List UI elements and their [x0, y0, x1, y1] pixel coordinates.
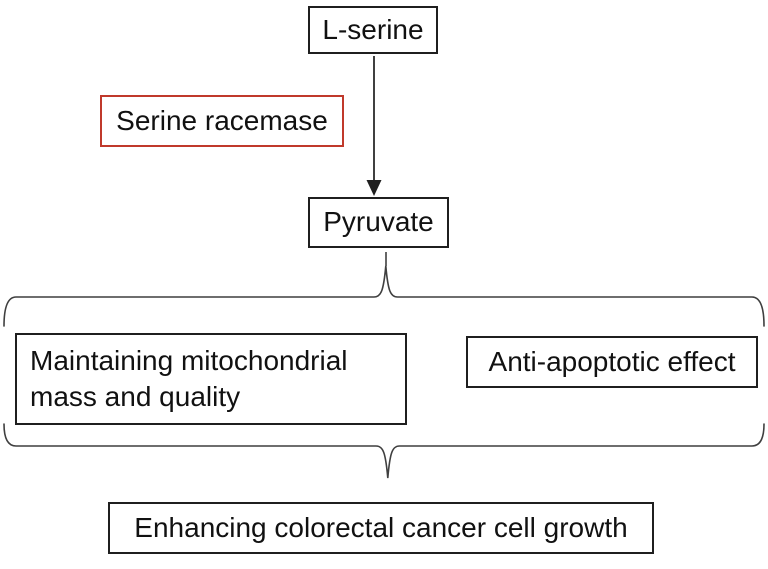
- lower-brace: [3, 423, 765, 479]
- node-pyruvate: Pyruvate: [308, 197, 449, 248]
- node-anti-apoptotic: Anti-apoptotic effect: [466, 336, 758, 388]
- node-maintaining-mitochondrial-label: Maintaining mitochondrial mass and quali…: [30, 344, 348, 412]
- node-l-serine-label: L-serine: [322, 13, 424, 45]
- arrow-down-icon: [366, 56, 382, 196]
- node-pyruvate-label: Pyruvate: [323, 206, 434, 238]
- node-serine-racemase: Serine racemase: [100, 95, 344, 147]
- node-l-serine: L-serine: [308, 6, 438, 54]
- node-maintaining-mitochondrial: Maintaining mitochondrial mass and quali…: [15, 333, 407, 425]
- node-cancer-cell-growth-label: Enhancing colorectal cancer cell growth: [134, 511, 628, 543]
- node-cancer-cell-growth: Enhancing colorectal cancer cell growth: [108, 502, 654, 554]
- upper-brace: [3, 265, 765, 327]
- node-serine-racemase-label: Serine racemase: [116, 104, 328, 136]
- node-anti-apoptotic-label: Anti-apoptotic effect: [488, 345, 736, 377]
